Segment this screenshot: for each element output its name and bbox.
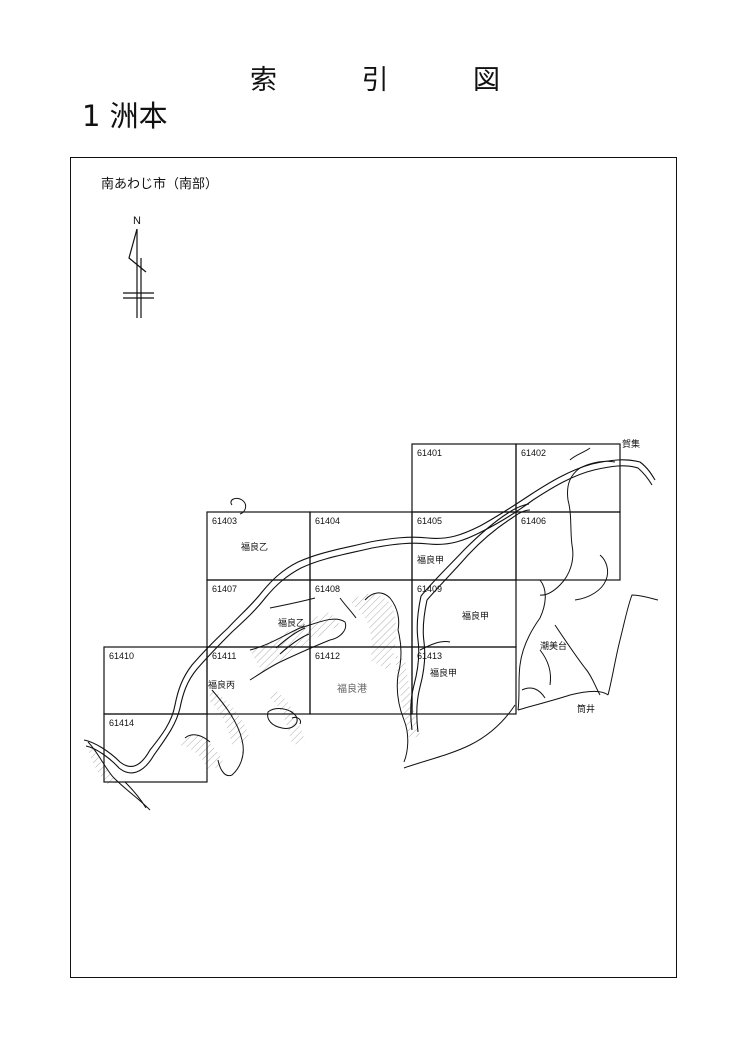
sheet-number[interactable]: 61411 — [212, 651, 236, 661]
place-label: 賀集 — [622, 438, 640, 450]
sheet-number[interactable]: 61403 — [212, 516, 237, 526]
place-label: 潮美台 — [540, 640, 567, 652]
sheet-number[interactable]: 61407 — [212, 584, 237, 594]
sheet-number[interactable]: 61402 — [521, 448, 546, 458]
sheet-number[interactable]: 61413 — [417, 651, 442, 661]
index-map-title: 索 引 図 — [250, 64, 500, 98]
sheet-number[interactable]: 61410 — [109, 651, 134, 661]
north-arrow-icon: N — [123, 215, 154, 318]
main-road — [83, 459, 656, 774]
sheet-number[interactable]: 61404 — [315, 516, 340, 526]
sheet-number[interactable]: 61405 — [417, 516, 442, 526]
port-label: 福良港 — [337, 682, 367, 695]
sheet-number[interactable]: 61408 — [315, 584, 340, 594]
title-char: 引 — [361, 65, 389, 96]
sheet-number[interactable]: 61406 — [521, 516, 546, 526]
place-label: 福良乙 — [278, 617, 305, 629]
place-label: 福良甲 — [417, 554, 444, 566]
place-names: 賀集 福良乙 福良甲 福良乙 福良甲 潮美台 福良丙 福良甲 筒井 福良港 — [208, 438, 640, 715]
place-label: 筒井 — [577, 703, 595, 715]
place-label: 福良丙 — [208, 679, 235, 691]
coastline — [87, 447, 659, 811]
title-char: 図 — [473, 65, 500, 96]
sheet-number[interactable]: 61409 — [417, 584, 442, 594]
place-label: 福良甲 — [430, 667, 457, 679]
place-label: 福良乙 — [241, 541, 268, 553]
sheet-number[interactable]: 61412 — [315, 651, 340, 661]
map-frame — [70, 157, 677, 978]
area-heading: 1 洲本 — [82, 99, 168, 133]
place-label: 福良甲 — [462, 610, 489, 622]
sheet-numbers: 61401 61402 61403 61404 61405 61406 6140… — [109, 448, 546, 728]
sheet-grid — [103, 443, 621, 783]
north-label: N — [133, 215, 141, 227]
coast-hatching — [88, 593, 420, 785]
sheet-number[interactable]: 61401 — [417, 448, 442, 458]
sheet-number[interactable]: 61414 — [109, 718, 134, 728]
region-label: 南あわじ市（南部） — [101, 177, 219, 192]
title-char: 索 — [250, 65, 277, 96]
